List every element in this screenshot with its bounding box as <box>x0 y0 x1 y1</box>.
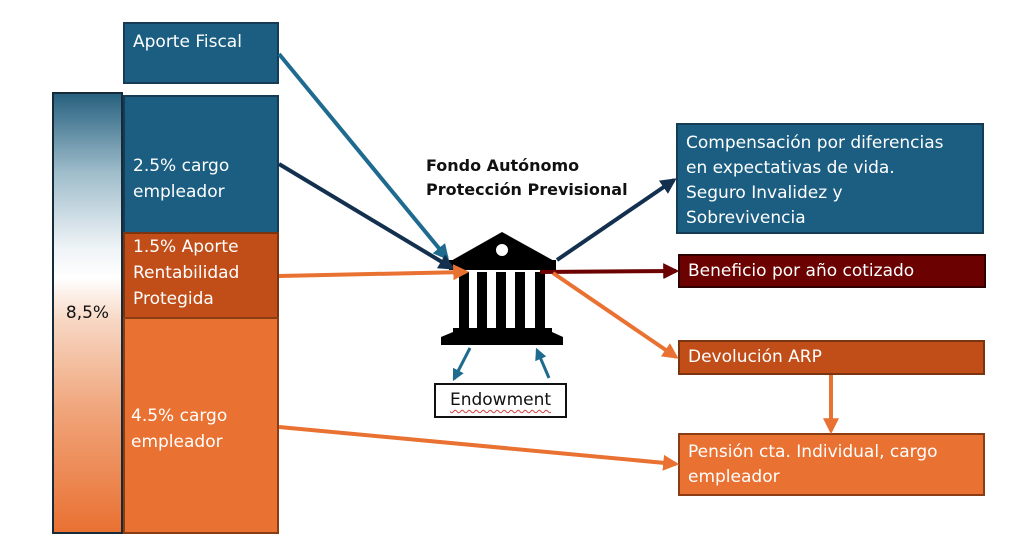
cargo-4-5-line1: 4.5% cargo <box>131 406 228 426</box>
compensacion-line2: en expectativas de vida. <box>686 158 895 178</box>
cargo-empleador-4-5-box: 4.5% cargo empleador <box>123 317 279 534</box>
arrow-cargo-4-5-to-pension <box>278 425 680 471</box>
fund-title: Fondo Autónomo Protección Previsional <box>426 154 628 202</box>
bank-roof-emblem <box>496 244 508 256</box>
bank-column <box>515 272 525 328</box>
aporte-rentabilidad-protegida-box: 1.5% Aporte Rentabilidad Protegida <box>123 232 279 319</box>
pension-line1: Pensión cta. Individual, cargo <box>688 442 938 462</box>
endowment-label: Endowment <box>449 390 552 410</box>
fund-title-line2: Protección Previsional <box>426 180 628 199</box>
compensacion-line1: Compensación por diferencias <box>686 133 944 153</box>
arrow-aporte-1-5-to-fund <box>278 264 470 281</box>
cargo-4-5-line2: empleador <box>131 432 223 452</box>
fund-title-line1: Fondo Autónomo <box>426 156 580 175</box>
bank-column <box>459 272 469 328</box>
beneficio-label: Beneficio por año cotizado <box>688 261 915 281</box>
cargo-2-5-line1: 2.5% cargo <box>133 156 230 176</box>
compensacion-line4: Sobrevivencia <box>686 208 806 228</box>
total-percentage-label: 8,5% <box>65 303 110 323</box>
bank-column <box>477 272 487 328</box>
arrow-fund-to-endowment <box>452 347 472 382</box>
aporte-1-5-line3: Protegida <box>133 289 214 309</box>
compensacion-line3: Seguro Invalidez y <box>686 183 843 203</box>
devolucion-arp-box: Devolución ARP <box>678 340 985 375</box>
bank-icon <box>441 232 563 345</box>
beneficio-box: Beneficio por año cotizado <box>678 254 986 288</box>
aporte-fiscal-box: Aporte Fiscal <box>123 22 279 84</box>
bank-roof-base <box>449 260 556 270</box>
cargo-2-5-line2: empleador <box>133 182 225 202</box>
arrow-endowment-to-fund <box>535 347 551 379</box>
bank-column <box>496 272 506 328</box>
arrow-fund-to-devolucion <box>551 271 679 359</box>
bank-base <box>441 328 563 345</box>
pension-individual-box: Pensión cta. Individual, cargo empleador <box>678 433 985 496</box>
arrow-fiscal-to-fund <box>277 52 450 261</box>
arrow-cargo-2-5-to-fund <box>277 162 455 270</box>
aporte-fiscal-label: Aporte Fiscal <box>133 32 242 52</box>
aporte-1-5-line1: 1.5% Aporte <box>133 237 239 257</box>
bank-column <box>535 272 545 328</box>
cargo-empleador-2-5-box: 2.5% cargo empleador <box>123 95 279 234</box>
devolucion-label: Devolución ARP <box>688 347 822 367</box>
arrow-fund-to-compensacion <box>555 178 677 262</box>
total-contribution-bar: 8,5% <box>52 92 123 534</box>
arrow-fund-to-beneficio <box>539 263 680 280</box>
pension-line2: empleador <box>688 467 780 487</box>
endowment-box: Endowment <box>434 383 567 418</box>
aporte-1-5-line2: Rentabilidad <box>133 263 240 283</box>
compensacion-box: Compensación por diferencias en expectat… <box>676 123 984 234</box>
